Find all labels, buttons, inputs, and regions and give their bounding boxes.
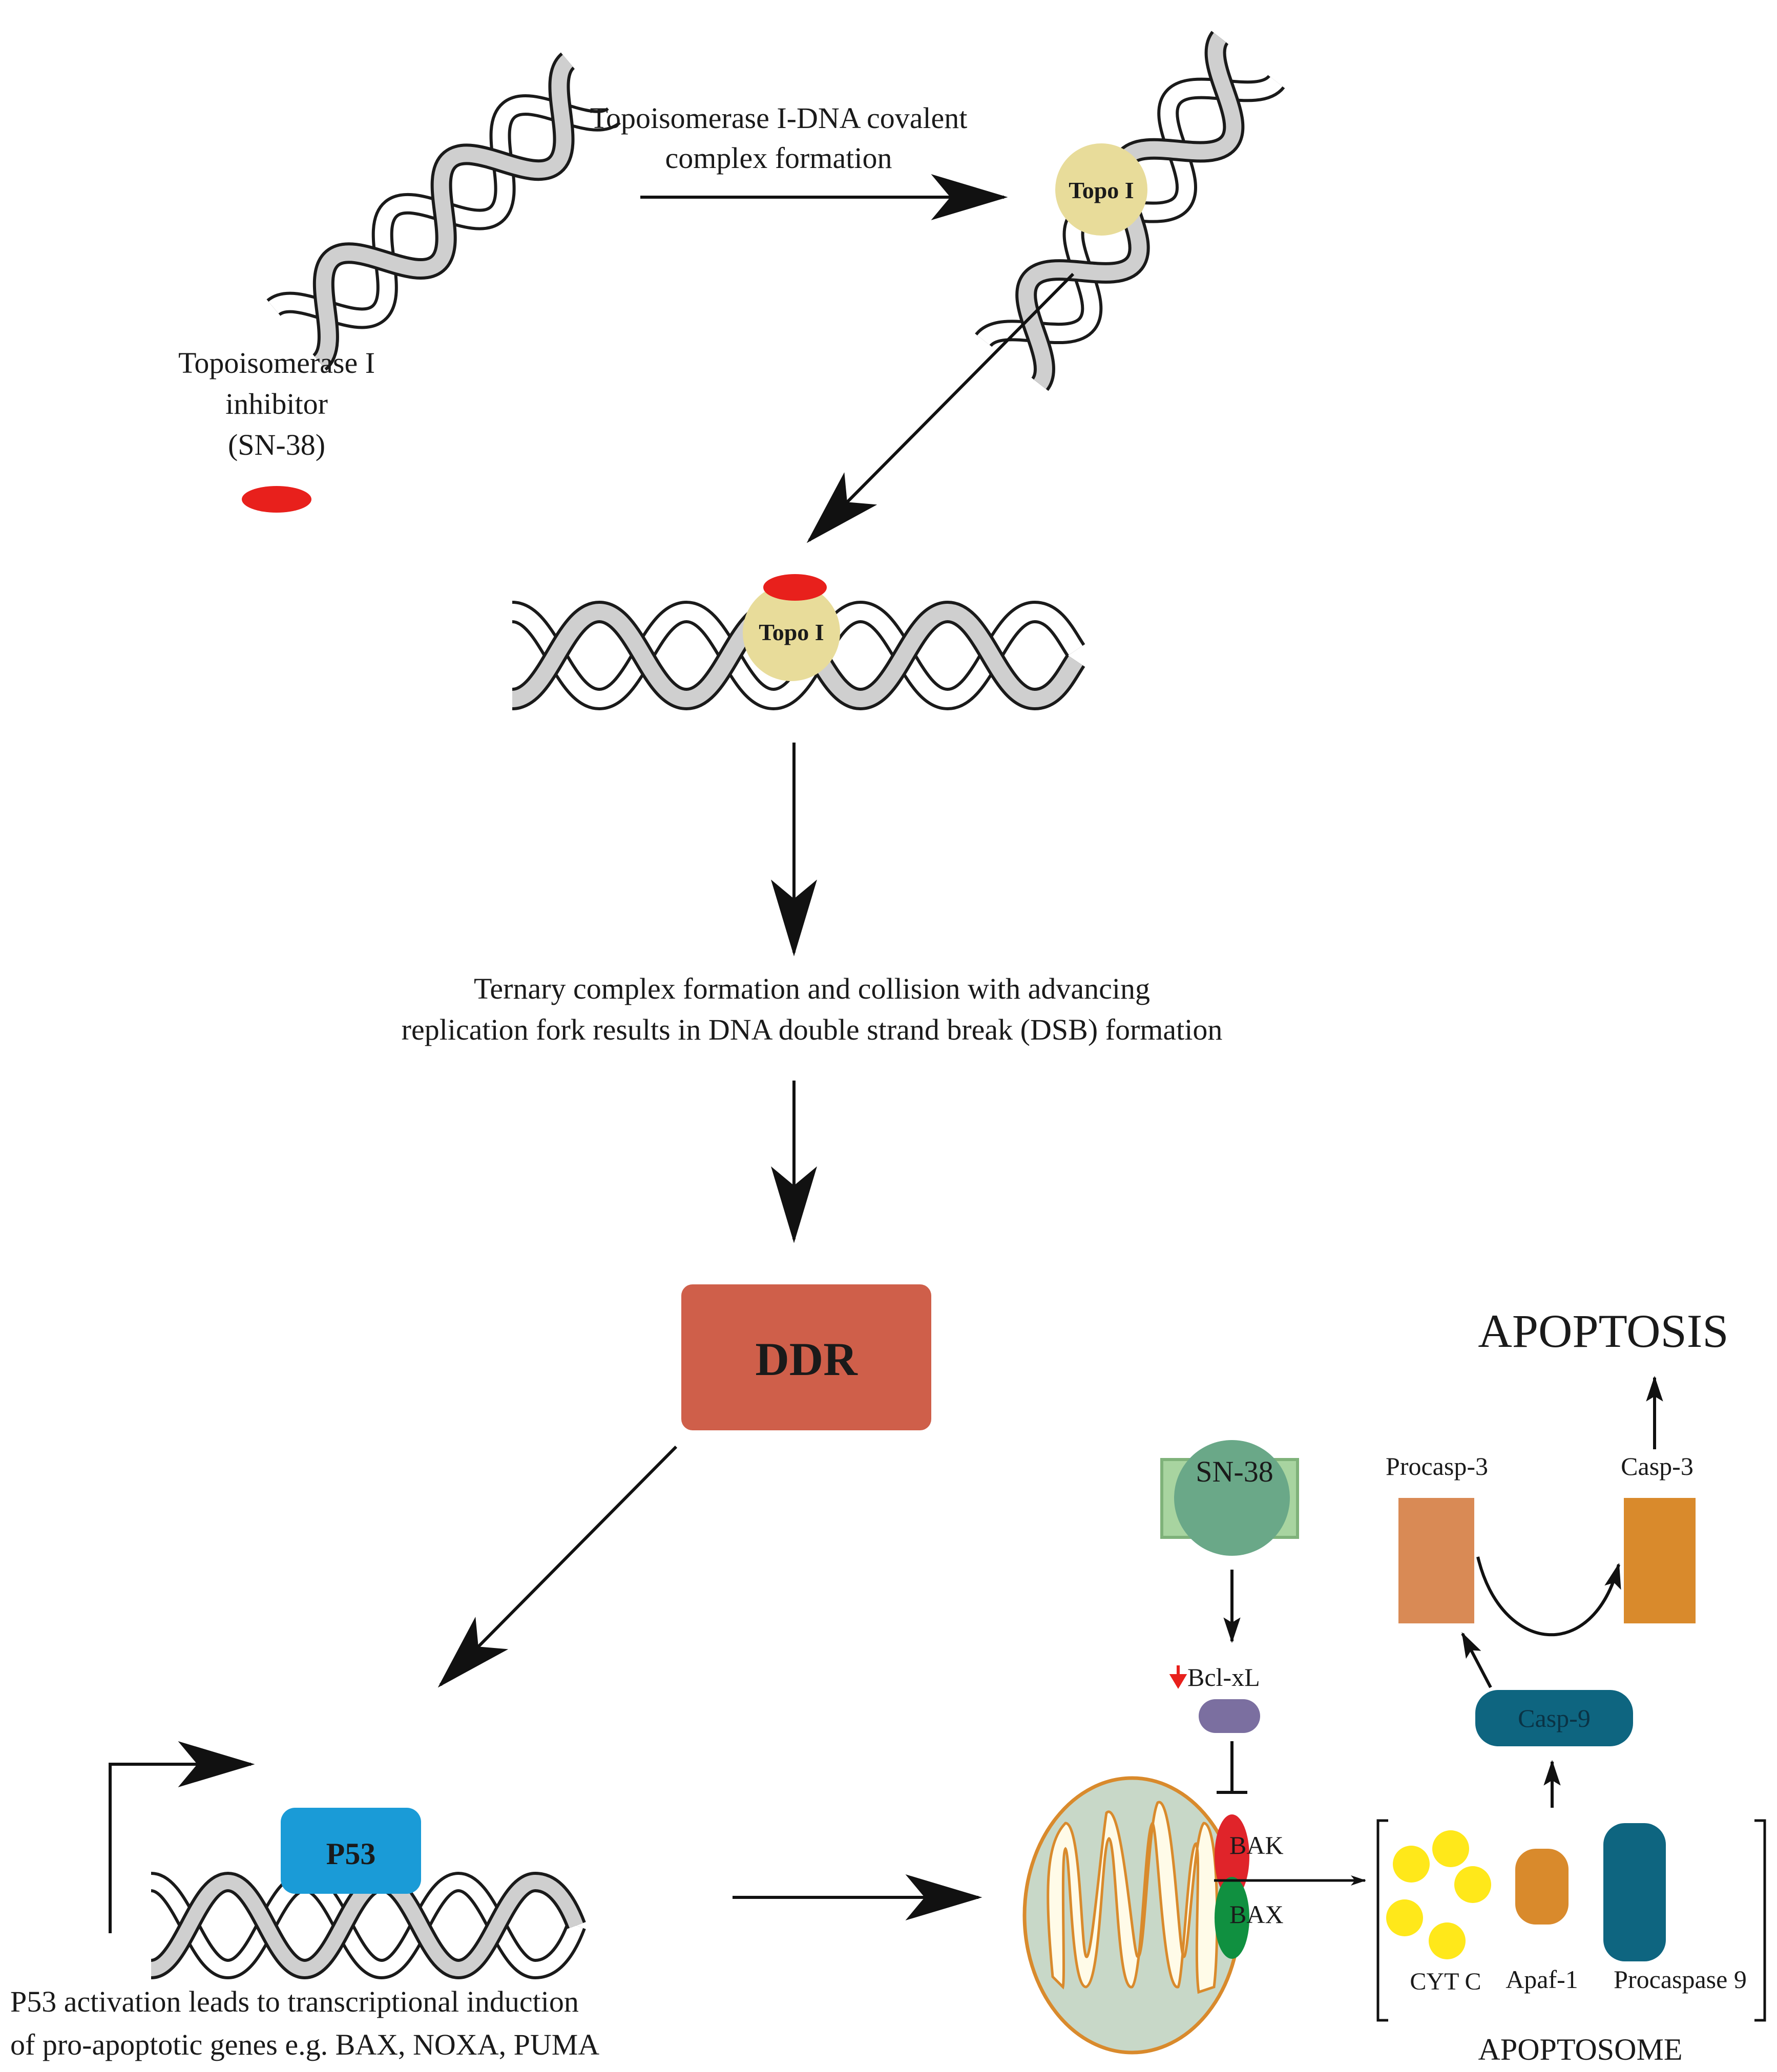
bak-label: BAK [1229,1831,1284,1859]
p53-box: P53 [281,1808,421,1894]
bclxl: Bcl-xL [1169,1663,1260,1733]
bax: BAX [1215,1877,1284,1959]
dna-helix-icon [150,1871,586,1980]
bax-label: BAX [1229,1900,1284,1929]
sn38-icon: SN-38 [1160,1440,1299,1556]
arrow-icon [1461,1632,1492,1688]
ternary-label-line2: replication fork results in DNA double s… [402,1013,1223,1046]
casp3: Casp-3 [1621,1452,1696,1623]
sn38-label: SN-38 [1196,1455,1273,1488]
inhibition-bar-icon [1217,1741,1247,1794]
arrow-icon [437,1445,678,1688]
inhibitor-label-line2: inhibitor [225,387,328,420]
topo-i-middle-label: Topo I [759,619,824,645]
ddr-label: DDR [755,1333,858,1385]
casp9-label: Casp-9 [1518,1704,1591,1732]
activation-arrow-icon [1476,1556,1621,1637]
cytc-label: CYT C [1410,1968,1481,1995]
apaf1: Apaf-1 [1506,1849,1578,1994]
apaf1-label: Apaf-1 [1506,1965,1578,1994]
p53-caption-line1: P53 activation leads to transcriptional … [10,1985,579,2018]
p53-label: P53 [326,1837,376,1871]
topo-i-upper-label: Topo I [1069,177,1134,203]
bclxl-label: Bcl-xL [1187,1663,1260,1692]
inhibitor-marker [242,486,311,513]
p53-caption-line2: of pro-apoptotic genes e.g. BAX, NOXA, P… [10,2028,599,2061]
apoptosome-bracket [1376,1819,1766,2022]
bak: BAK [1215,1814,1284,1898]
topo-complex-label-line1: Topoisomerase I-DNA covalent [590,101,968,135]
arrow-icon [806,272,1075,543]
procaspase9: Procaspase 9 [1603,1823,1747,1994]
topo-i-upper: Topo I [1055,143,1147,236]
dna-helix-icon [266,52,621,371]
inhibitor-label-line3: (SN-38) [228,428,325,461]
cytochrome-c: CYT C [1386,1830,1491,1995]
topo-i-middle: Topo I [743,574,840,681]
inhibitor-marker [763,574,827,601]
apoptosis-label: APOPTOSIS [1478,1305,1728,1357]
down-arrow-icon [1169,1665,1187,1689]
casp9: Casp-9 [1475,1690,1633,1746]
topo-complex-label-line2: complex formation [665,141,892,175]
apoptosome-label: APOPTOSOME [1478,2033,1683,2066]
ddr-box: DDR [681,1284,931,1430]
procasp3-label: Procasp-3 [1386,1452,1488,1481]
procaspase9-label: Procaspase 9 [1614,1965,1747,1994]
transcription-start-arrow-icon [109,1741,255,1933]
casp3-label: Casp-3 [1621,1452,1694,1481]
mitochondrion-icon [1022,1776,1242,2055]
inhibitor-label-line1: Topoisomerase I [178,346,375,379]
procasp3: Procasp-3 [1386,1452,1488,1623]
ternary-label-line1: Ternary complex formation and collision … [474,972,1150,1005]
